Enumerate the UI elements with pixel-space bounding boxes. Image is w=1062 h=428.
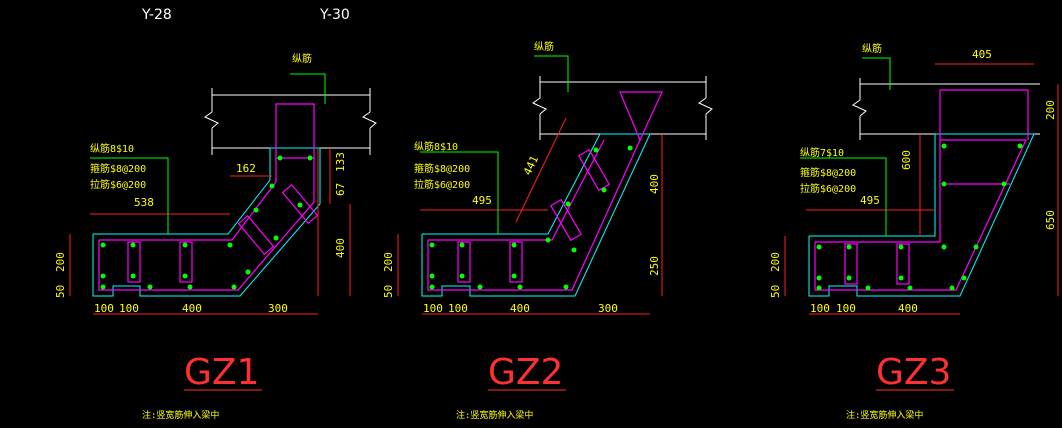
gz3-dim-b100b: 100 (836, 302, 856, 315)
gz2-dim-50: 50 (382, 285, 395, 298)
gz1-stirrup1: 箍筋$8@200 (90, 162, 146, 175)
gz3-stirrup1: 箍筋$8@200 (800, 166, 856, 179)
gz1-rebar (98, 103, 319, 291)
gz2-dim-b100b: 100 (448, 302, 468, 315)
section-gz1: 纵筋 纵筋8$10 箍筋$8@200 拉筋$6@200 538 162 133 … (54, 52, 377, 421)
gz1-main-bars: 纵筋8$10 (90, 142, 134, 155)
gz3-bar-dots (816, 143, 1023, 291)
gz3-beam-outline (852, 78, 1040, 140)
axis-label-left: Y-28 (141, 7, 172, 23)
gz3-dim-200: 200 (769, 252, 782, 272)
gz2-concrete-outline (421, 133, 651, 297)
gz1-title: GZ1 (184, 352, 259, 393)
gz3-dim-200r: 200 (1044, 100, 1057, 120)
gz3-leader-lines (800, 57, 891, 236)
gz1-dim-162: 162 (236, 162, 256, 175)
gz2-dim-250: 250 (648, 256, 661, 276)
gz1-dim-200: 200 (54, 252, 67, 272)
gz1-dimension-lines (69, 148, 351, 315)
gz2-dim-200: 200 (382, 252, 395, 272)
gz2-rebar (427, 91, 663, 291)
gz3-dim-b100a: 100 (810, 302, 830, 315)
gz2-dim-b300: 300 (598, 302, 618, 315)
gz1-dim-b100b: 100 (119, 302, 139, 315)
gz3-note: 注:竖宽筋伸入梁中 (846, 409, 923, 421)
gz2-dim-b100a: 100 (423, 302, 443, 315)
gz2-dimension-lines (397, 117, 663, 315)
gz1-bar-label: 纵筋 (292, 52, 312, 65)
gz3-dim-600: 600 (900, 150, 913, 170)
gz3-dim-650: 650 (1044, 210, 1057, 230)
gz2-main-bars: 纵筋8$10 (414, 140, 458, 153)
gz3-dim-405: 405 (972, 48, 992, 61)
gz1-stirrup2: 拉筋$6@200 (90, 178, 146, 191)
axis-labels: Y-28 Y-30 (141, 7, 350, 23)
gz1-concrete-outline (92, 147, 321, 297)
gz2-leader-lines (420, 55, 569, 234)
gz3-main-bars: 纵筋7$10 (800, 146, 844, 159)
gz1-note: 注:竖宽筋伸入梁中 (142, 409, 219, 421)
gz1-dim-b100a: 100 (94, 302, 114, 315)
gz2-dim-b400: 400 (510, 302, 530, 315)
gz2-dim-400: 400 (648, 174, 661, 194)
gz3-dim-495: 495 (860, 194, 880, 207)
gz3-stirrup2: 拉筋$6@200 (800, 182, 856, 195)
gz1-dim-67: 67 (334, 183, 347, 196)
section-gz3: 纵筋 纵筋7$10 箍筋$8@200 拉筋$6@200 405 600 495 … (769, 42, 1059, 421)
gz1-dim-b300: 300 (268, 302, 288, 315)
gz2-note: 注:竖宽筋伸入梁中 (456, 409, 533, 421)
gz3-concrete-outline (808, 133, 1035, 297)
gz2-stirrup1: 箍筋$8@200 (414, 162, 470, 175)
gz2-bar-dots (429, 145, 633, 290)
gz2-title: GZ2 (488, 352, 563, 393)
gz3-dimension-lines (784, 63, 1059, 315)
gz1-dim-50: 50 (54, 285, 67, 298)
gz2-dim-441: 441 (521, 154, 541, 178)
gz1-bar-dots (100, 155, 313, 290)
axis-label-right: Y-30 (319, 7, 350, 23)
gz3-dim-b400: 400 (898, 302, 918, 315)
gz3-bar-label: 纵筋 (862, 42, 882, 55)
gz1-dim-133: 133 (334, 152, 347, 172)
gz1-beam-outline (204, 88, 377, 155)
gz3-dim-50: 50 (769, 285, 782, 298)
gz2-dim-495: 495 (472, 194, 492, 207)
gz1-dim-b400: 400 (182, 302, 202, 315)
gz2-bar-label: 纵筋 (534, 40, 554, 53)
gz1-dim-400: 400 (334, 238, 347, 258)
gz3-rebar (814, 89, 1029, 291)
gz1-dim-538: 538 (134, 196, 154, 209)
section-gz2: 纵筋 纵筋8$10 箍筋$8@200 拉筋$6@200 495 441 400 … (382, 40, 713, 421)
gz3-title: GZ3 (876, 352, 951, 393)
gz2-stirrup2: 拉筋$6@200 (414, 178, 470, 191)
gz1-leader-lines (90, 73, 326, 234)
